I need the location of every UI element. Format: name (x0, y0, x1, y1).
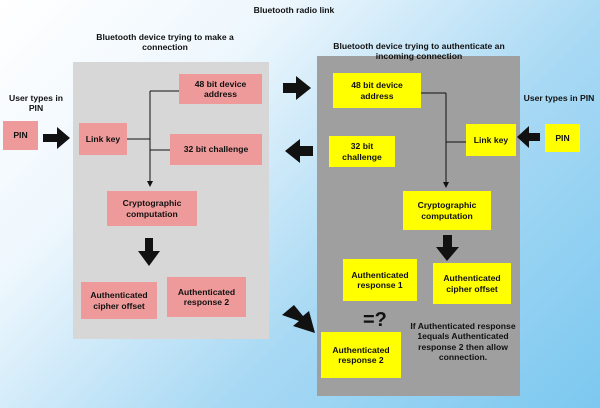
responder-title: Bluetooth device trying to authenticate … (333, 41, 505, 62)
arrow-left-icon (285, 139, 313, 163)
user-types-pin-right-label: User types in PIN (523, 93, 595, 103)
responder-pin-box: PIN (545, 124, 580, 152)
radio-link-label: Bluetooth radio link (253, 5, 335, 15)
arrow-right-icon (43, 127, 70, 149)
initiator-link-key-box: Link key (79, 123, 127, 155)
responder-cipher-offset-box: Authenticated cipher offset (433, 263, 511, 304)
initiator-cipher-offset-box: Authenticated cipher offset (81, 282, 157, 319)
responder-response-2-box: Authenticated response 2 (321, 332, 401, 378)
arrow-diagonal-icon (282, 305, 315, 333)
initiator-pin-box: PIN (3, 121, 38, 150)
initiator-title: Bluetooth device trying to make a connec… (96, 32, 234, 53)
responder-response-1-box: Authenticated response 1 (343, 259, 417, 301)
initiator-challenge-box: 32 bit challenge (170, 134, 262, 165)
responder-crypto-box: Cryptographic computation (403, 191, 491, 230)
initiator-response-2-box: Authenticated response 2 (167, 277, 246, 317)
responder-device-address-box: 48 bit device address (333, 73, 421, 108)
comparison-rule-text: If Authenticated response 1equals Authen… (410, 321, 516, 363)
responder-link-key-box: Link key (466, 124, 516, 156)
initiator-crypto-box: Cryptographic computation (107, 191, 197, 226)
equals-question-symbol: =? (363, 309, 387, 331)
arrow-right-icon (283, 76, 311, 100)
user-types-pin-left-label: User types in PIN (9, 93, 63, 114)
arrow-left-icon (517, 126, 540, 148)
responder-challenge-box: 32 bit challenge (329, 136, 395, 167)
initiator-device-address-box: 48 bit device address (179, 74, 262, 104)
